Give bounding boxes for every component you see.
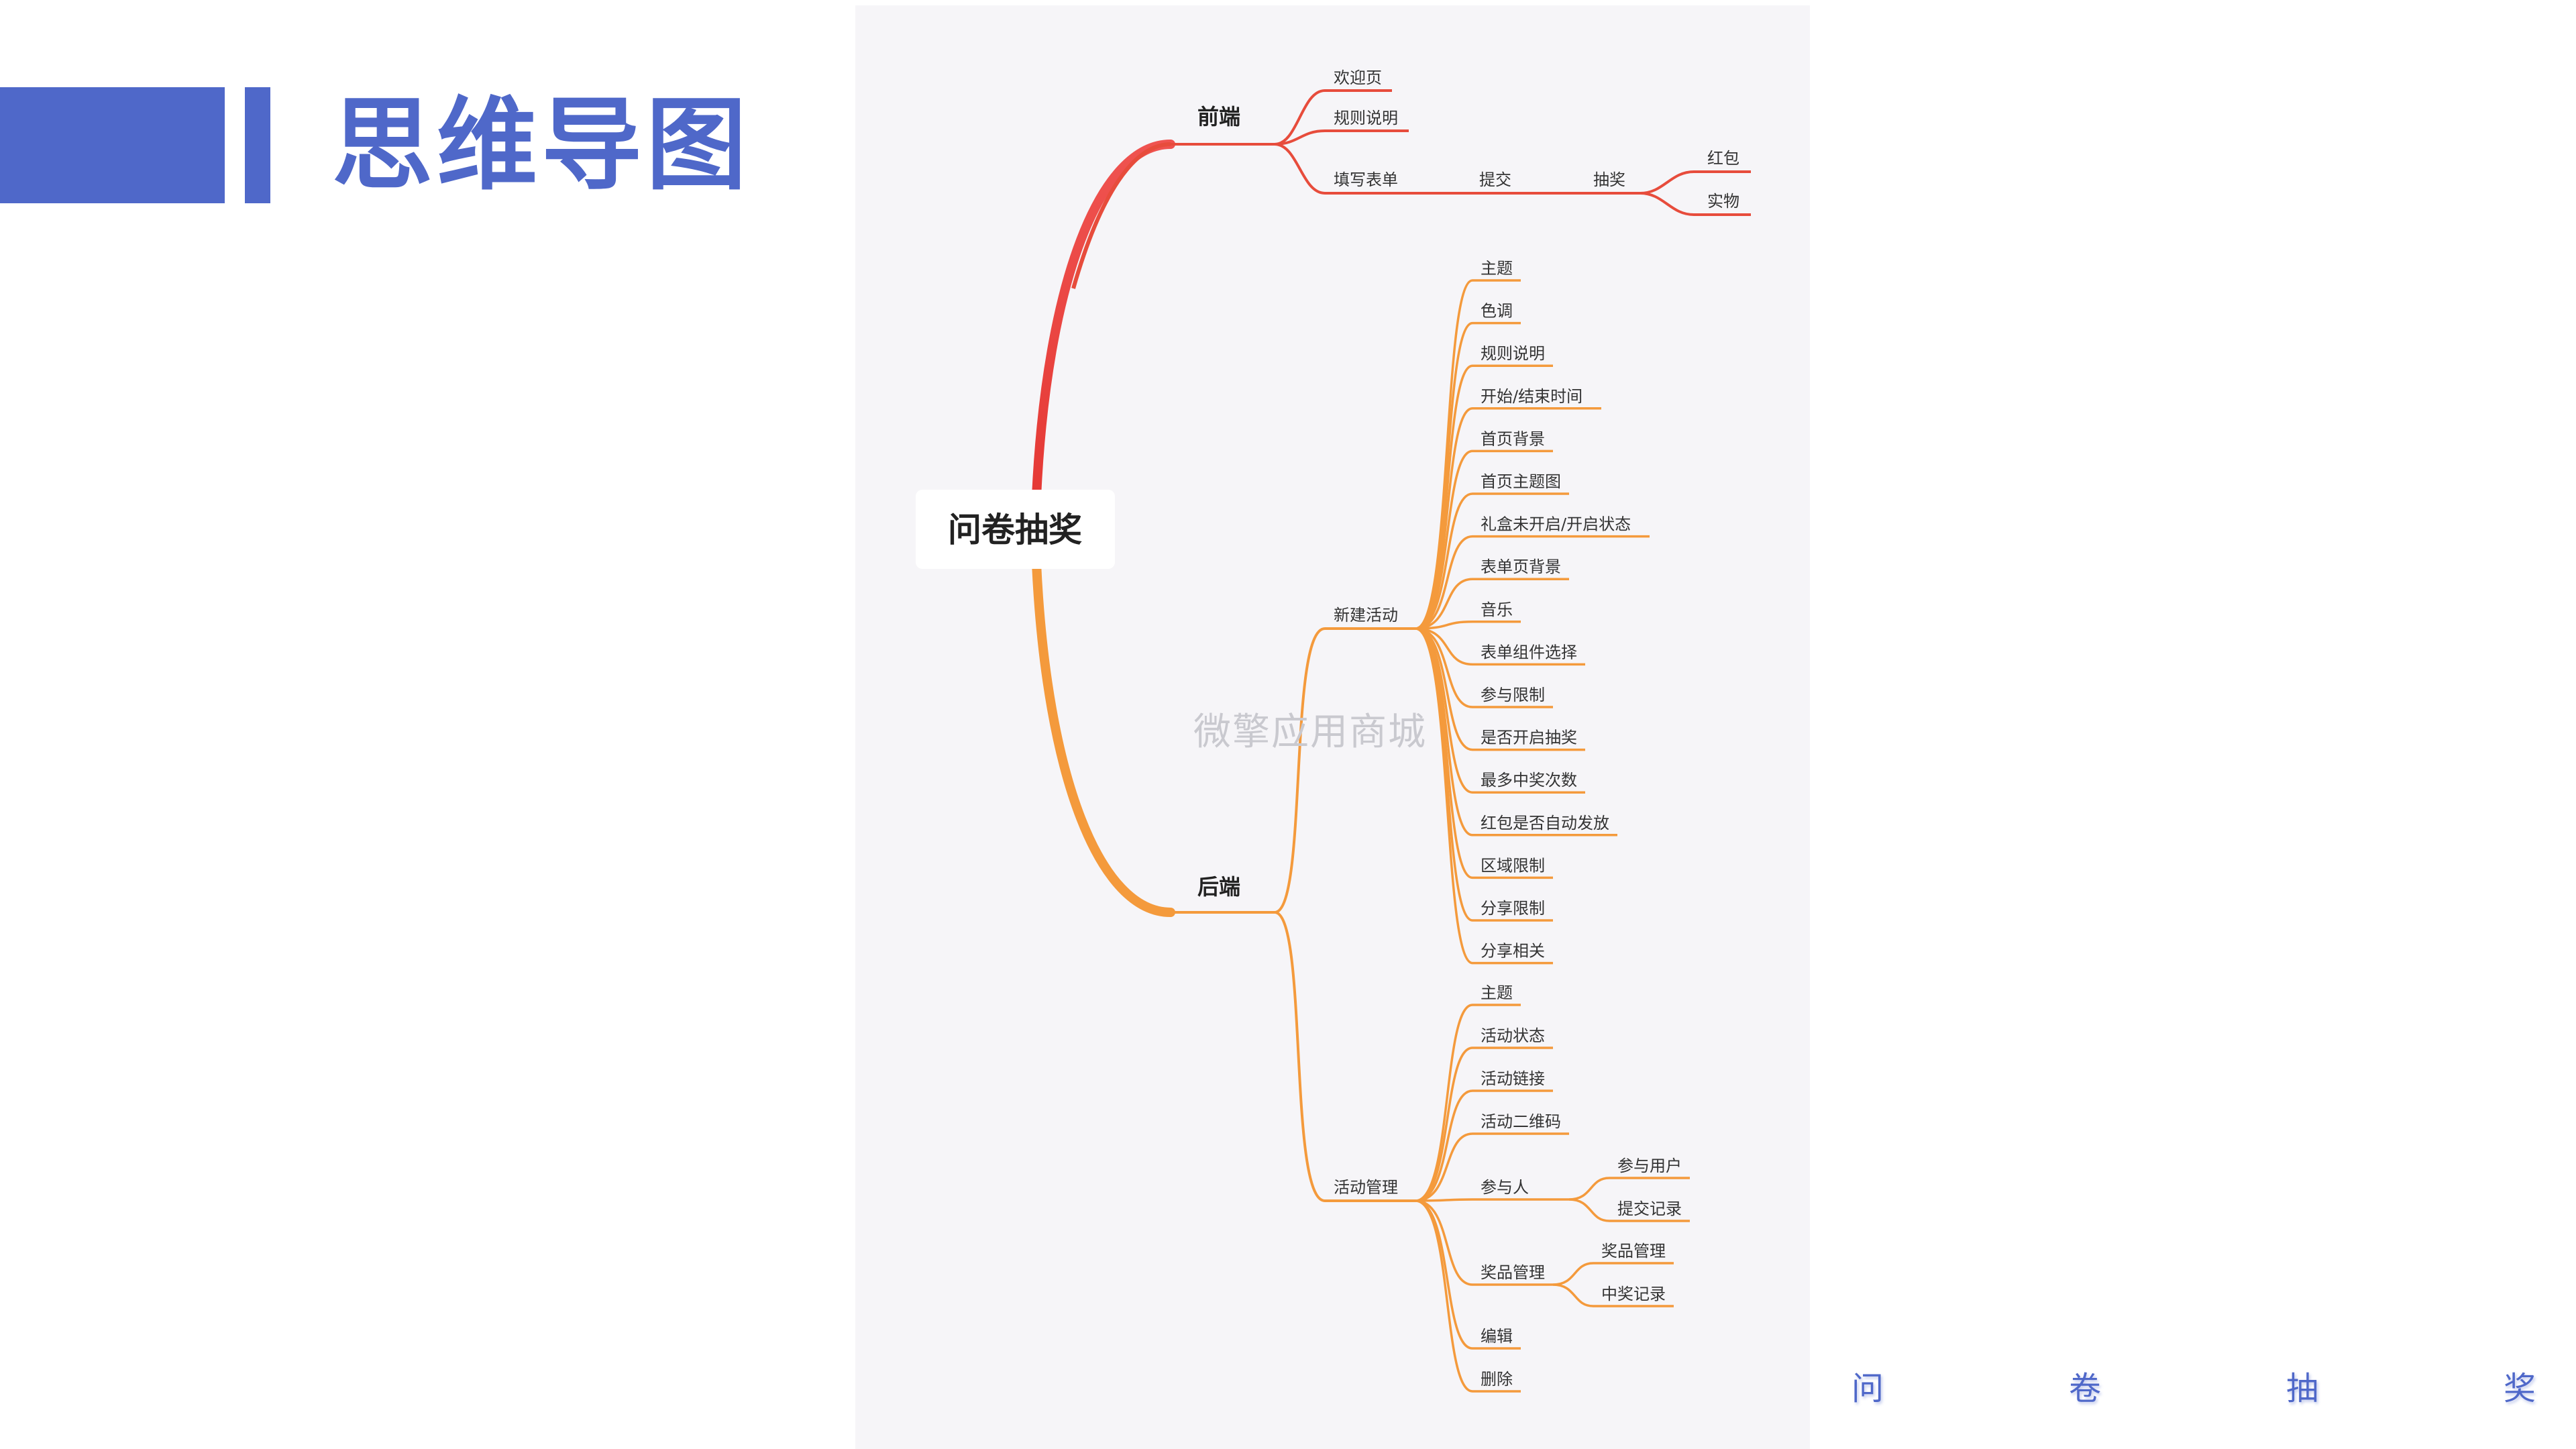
new-activity-link: [1415, 627, 1473, 965]
frontend-label: 前端: [1197, 104, 1240, 129]
activity-mgmt-sublink: [1552, 1262, 1594, 1286]
new-activity-item: 表单页背景: [1481, 557, 1561, 576]
activity-mgmt-sublink: [1552, 1283, 1594, 1307]
new-activity-item: 主题: [1481, 259, 1513, 278]
footer-caption: 问 卷 抽 奖: [1851, 1362, 2536, 1409]
node-lottery: 抽奖: [1593, 170, 1625, 189]
activity-mgmt-subitem: 提交记录: [1617, 1199, 1682, 1218]
activity-mgmt-link: [1415, 1199, 1473, 1393]
activity-mgmt-subitem: 参与用户: [1617, 1157, 1682, 1175]
new-activity-item: 区域限制: [1481, 856, 1545, 875]
node-new-activity: 新建活动: [1334, 606, 1398, 625]
node-physical: 实物: [1707, 192, 1739, 211]
new-activity-link: [1415, 621, 1473, 630]
node-activity-mgmt: 活动管理: [1334, 1178, 1398, 1197]
activity-mgmt-item: 活动二维码: [1481, 1112, 1561, 1131]
activity-mgmt-item: 奖品管理: [1481, 1263, 1545, 1282]
new-activity-link: [1415, 535, 1473, 630]
new-activity-item: 分享限制: [1481, 899, 1545, 918]
link-redpack: [1640, 170, 1695, 195]
new-activity-item: 开始/结束时间: [1481, 387, 1582, 406]
footer-char-1: 问: [1851, 1370, 1884, 1407]
activity-mgmt-link: [1415, 1004, 1473, 1202]
new-activity-item: 首页主题图: [1481, 472, 1561, 491]
footer-char-3: 抽: [2286, 1370, 2318, 1407]
activity-mgmt-item: 活动链接: [1481, 1069, 1545, 1088]
node-rules: 规则说明: [1334, 109, 1398, 127]
activity-mgmt-subitem: 奖品管理: [1601, 1242, 1666, 1260]
footer-char-2: 卷: [2068, 1370, 2101, 1407]
new-activity-item: 表单组件选择: [1481, 643, 1577, 661]
root-node: [916, 490, 1115, 569]
new-activity-links: [1415, 279, 1650, 965]
branch-backend: [1032, 559, 1175, 917]
footer-char-4: 奖: [2503, 1370, 2536, 1407]
activity-mgmt-item: 主题: [1481, 983, 1513, 1002]
node-welcome: 欢迎页: [1334, 68, 1382, 87]
new-activity-item: 红包是否自动发放: [1481, 814, 1609, 833]
new-activity-item: 首页背景: [1481, 429, 1545, 448]
link-new-activity: [1274, 627, 1326, 914]
activity-mgmt-link: [1415, 1046, 1473, 1202]
activity-mgmt-link: [1415, 1198, 1473, 1202]
new-activity-item: 色调: [1481, 302, 1513, 321]
node-submit: 提交: [1479, 170, 1511, 189]
link-rules: [1274, 129, 1326, 146]
node-form: 填写表单: [1334, 170, 1398, 189]
activity-mgmt-subitem: 中奖记录: [1601, 1285, 1666, 1303]
backend-label: 后端: [1197, 874, 1240, 900]
new-activity-link: [1415, 627, 1473, 708]
watermark: 微擎应用商城: [1193, 710, 1427, 754]
new-activity-item: 音乐: [1481, 600, 1513, 619]
new-activity-link: [1415, 492, 1473, 630]
mindmap-panel: [855, 5, 1810, 1449]
new-activity-item: 最多中奖次数: [1481, 771, 1577, 790]
new-activity-link: [1415, 578, 1473, 630]
activity-mgmt-item: 删除: [1481, 1370, 1513, 1389]
new-activity-item: 规则说明: [1481, 344, 1545, 363]
activity-mgmt-item: 参与人: [1481, 1178, 1529, 1197]
activity-mgmt-sublink: [1568, 1198, 1610, 1222]
page-title: 思维导图: [332, 87, 751, 204]
new-activity-item: 分享相关: [1481, 942, 1545, 961]
activity-mgmt-link: [1415, 1199, 1473, 1286]
title-accent-bar: [0, 87, 225, 203]
node-redpack: 红包: [1707, 149, 1739, 168]
activity-mgmt-item: 编辑: [1481, 1327, 1513, 1346]
new-activity-link: [1415, 449, 1473, 630]
new-activity-item: 是否开启抽奖: [1481, 729, 1577, 747]
activity-mgmt-item: 活动状态: [1481, 1026, 1545, 1045]
link-physical: [1640, 192, 1695, 216]
new-activity-item: 礼盒未开启/开启状态: [1481, 515, 1631, 534]
branch-frontend: [1032, 140, 1175, 501]
new-activity-link: [1415, 627, 1473, 666]
new-activity-item: 参与限制: [1481, 686, 1545, 704]
activity-mgmt-links: [1415, 1004, 1690, 1393]
activity-mgmt-link: [1415, 1132, 1473, 1202]
activity-mgmt-sublink: [1568, 1177, 1610, 1201]
root-label: 问卷抽奖: [948, 511, 1082, 549]
link-form: [1274, 143, 1326, 195]
activity-mgmt-link: [1415, 1089, 1473, 1202]
link-welcome: [1274, 89, 1326, 146]
link-activity-mgmt: [1274, 911, 1326, 1202]
title-accent-stripe: [245, 87, 270, 203]
branch-frontend-tail: [1071, 142, 1171, 289]
